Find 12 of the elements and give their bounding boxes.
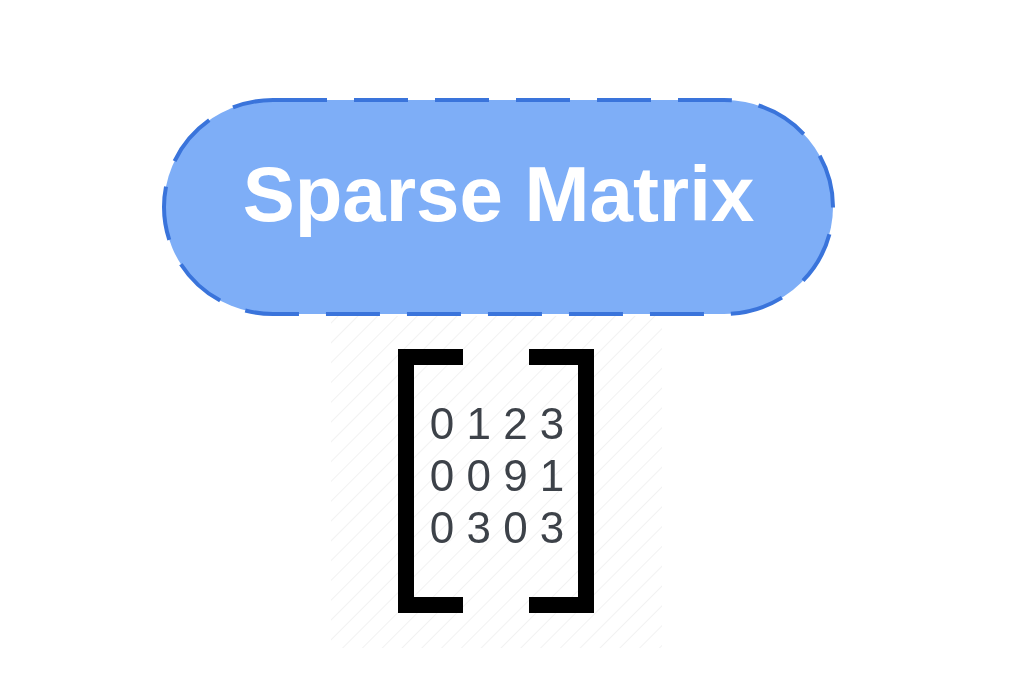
matrix-entry: 0 (428, 502, 456, 554)
matrix-entry: 9 (502, 450, 529, 502)
matrix-entry: 3 (538, 398, 566, 450)
matrix-entry: 1 (465, 398, 492, 450)
matrix-entry: 0 (428, 450, 456, 502)
matrix-entry: 2 (502, 398, 529, 450)
matrix-entry: 0 (502, 502, 529, 554)
matrix-entry: 1 (538, 450, 566, 502)
matrix-entry: 0 (428, 398, 456, 450)
matrix-entry: 3 (538, 502, 566, 554)
matrix-entry: 0 (465, 450, 492, 502)
matrix-entry: 3 (465, 502, 492, 554)
